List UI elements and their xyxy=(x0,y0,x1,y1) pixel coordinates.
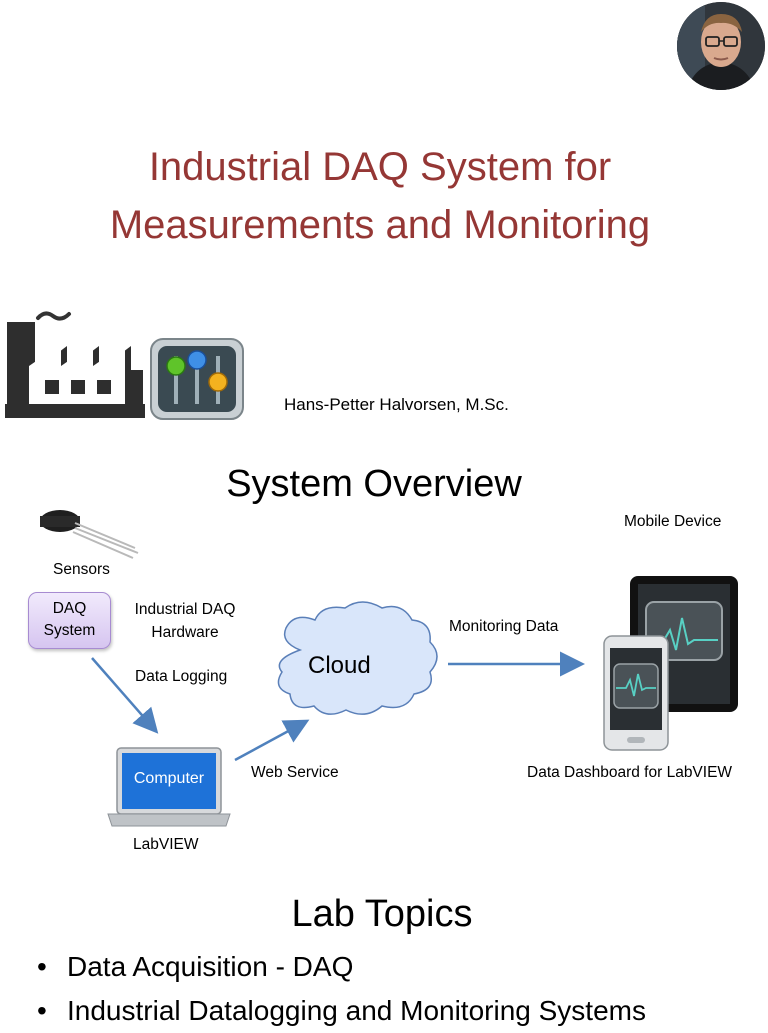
arrow-daq-to-computer xyxy=(91,657,159,734)
computer-icon xyxy=(107,747,231,827)
title-line-1: Industrial DAQ System for xyxy=(148,145,612,189)
daq-hardware-label: Industrial DAQ Hardware xyxy=(125,598,245,644)
web-service-label: Web Service xyxy=(251,764,339,781)
phone-icon xyxy=(603,635,669,751)
daq-box-line-2: System xyxy=(43,622,96,639)
page-title: Industrial DAQ System for Measurements a… xyxy=(0,138,760,254)
system-overview-heading: System Overview xyxy=(226,463,522,505)
list-item: • Industrial Datalogging and Monitoring S… xyxy=(37,989,646,1033)
data-logging-label: Data Logging xyxy=(135,668,228,685)
daq-hardware-line-2: Hardware xyxy=(151,624,219,641)
cloud-icon xyxy=(277,601,438,715)
daq-box-line-1: DAQ xyxy=(52,600,87,617)
list-item: • Data Acquisition - DAQ xyxy=(37,945,646,989)
daq-hardware-line-1: Industrial DAQ xyxy=(134,601,236,618)
presenter-avatar xyxy=(677,2,765,90)
mobile-device-label: Mobile Device xyxy=(624,513,722,530)
lab-topics-heading: Lab Topics xyxy=(291,893,473,935)
mixer-icon xyxy=(150,338,244,420)
bullet: • xyxy=(37,995,47,1026)
author-name: Hans-Petter Halvorsen, M.Sc. xyxy=(284,395,509,414)
labview-label: LabVIEW xyxy=(133,836,199,853)
lab-topics-list: • Data Acquisition - DAQ • Industrial Data… xyxy=(37,945,646,1033)
system-diagram xyxy=(40,510,738,827)
arrow-computer-to-cloud xyxy=(234,719,310,762)
dashboard-label: Data Dashboard for LabVIEW xyxy=(527,764,733,781)
sensors-label: Sensors xyxy=(53,561,110,578)
daq-system-box: DAQ System xyxy=(28,592,111,649)
sensor-icon xyxy=(40,510,139,559)
factory-icon xyxy=(5,308,145,420)
topic-text: Data Acquisition - DAQ xyxy=(67,951,354,982)
monitoring-data-label: Monitoring Data xyxy=(449,618,559,635)
computer-screen-label: Computer xyxy=(133,770,205,787)
title-line-2: Measurements and Monitoring xyxy=(109,203,651,247)
cloud-label: Cloud xyxy=(308,652,371,679)
bullet: • xyxy=(37,951,47,982)
topic-text: Industrial Datalogging and Monitoring Sy… xyxy=(67,995,646,1026)
